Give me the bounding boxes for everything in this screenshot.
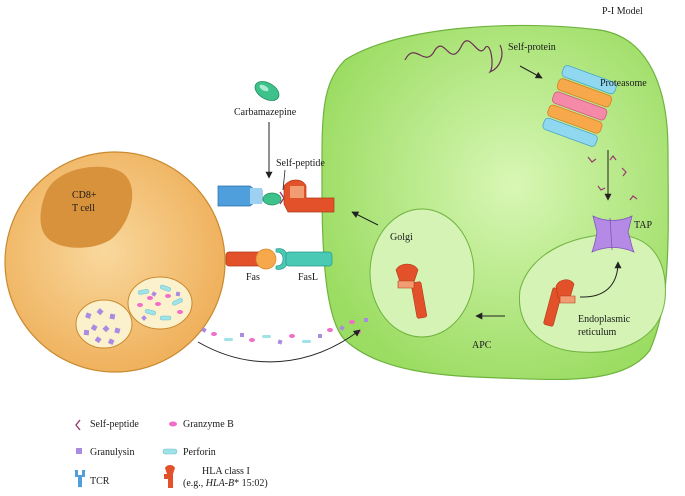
self-protein-label: Self-protein [508,42,556,53]
legend-tcr-icon [75,470,85,487]
legend-hla-label-line1: HLA class I [202,466,250,477]
arrow-to-proteasome [519,65,543,79]
legend-perforin-icon [162,448,178,455]
golgi-label: Golgi [390,232,413,243]
hla-in-golgi [395,263,428,319]
self-peptide-pointer [282,169,286,191]
golgi [369,208,475,338]
carbamazepine-highlight [259,84,269,92]
legend-hla-label-line2: (e.g., HLA-B* 15:02) [183,478,268,489]
legend-self-peptide-icon [75,419,81,431]
legend-hla-italic: HLA-B [205,478,234,489]
legend-granulysin-label: Granulysin [90,447,134,458]
legend-granzyme-b-icon [169,421,177,427]
legend-hla-suffix: * 15:02) [234,478,268,489]
granule-release-arrow [197,329,361,363]
granule-vesicle-left [75,299,133,349]
legend-granulysin-icon [76,448,82,454]
tcr-receptor [217,185,263,207]
carbamazepine-label: Carbamazepine [234,107,297,118]
er-label-line1: Endoplasmic [578,314,631,325]
proteasome [542,65,617,147]
peptide-fragments [587,155,638,201]
tap-label: TAP [634,220,653,231]
fas-receptor [225,248,277,270]
fasl-ligand [275,248,333,270]
hla-surface [283,179,335,213]
cd8-label-line1: CD8+ [72,190,97,201]
legend: Self-peptide Granzyme B Granulysin Perfo… [75,419,268,489]
legend-granzyme-b-label: Granzyme B [183,419,234,430]
t-cell-nucleus [40,166,133,248]
hla-in-er [543,279,576,327]
endoplasmic-reticulum [518,234,666,353]
legend-hla-icon [164,465,175,488]
er-label-line2: reticulum [578,327,617,338]
granule-mix-right [137,284,183,321]
fas-label: Fas [246,272,260,283]
self-peptide-label: Self-peptide [276,158,325,169]
model-title: P-I Model [602,6,643,17]
apc-label: APC [472,340,492,351]
legend-perforin-label: Perforin [183,447,216,458]
drug-bound [262,192,282,206]
golgi-to-surface-arrow [351,211,379,226]
legend-self-peptide-label: Self-peptide [90,419,139,430]
self-protein-chain [404,40,503,74]
legend-tcr-label: TCR [90,476,110,487]
proteasome-label: Proteasome [600,78,647,89]
tap-transporter [591,215,635,253]
er-to-tap-arrow [579,261,622,298]
cd8-label-line2: T cell [72,203,95,214]
fasl-label: FasL [298,272,318,283]
legend-hla-prefix: (e.g., [183,478,206,489]
